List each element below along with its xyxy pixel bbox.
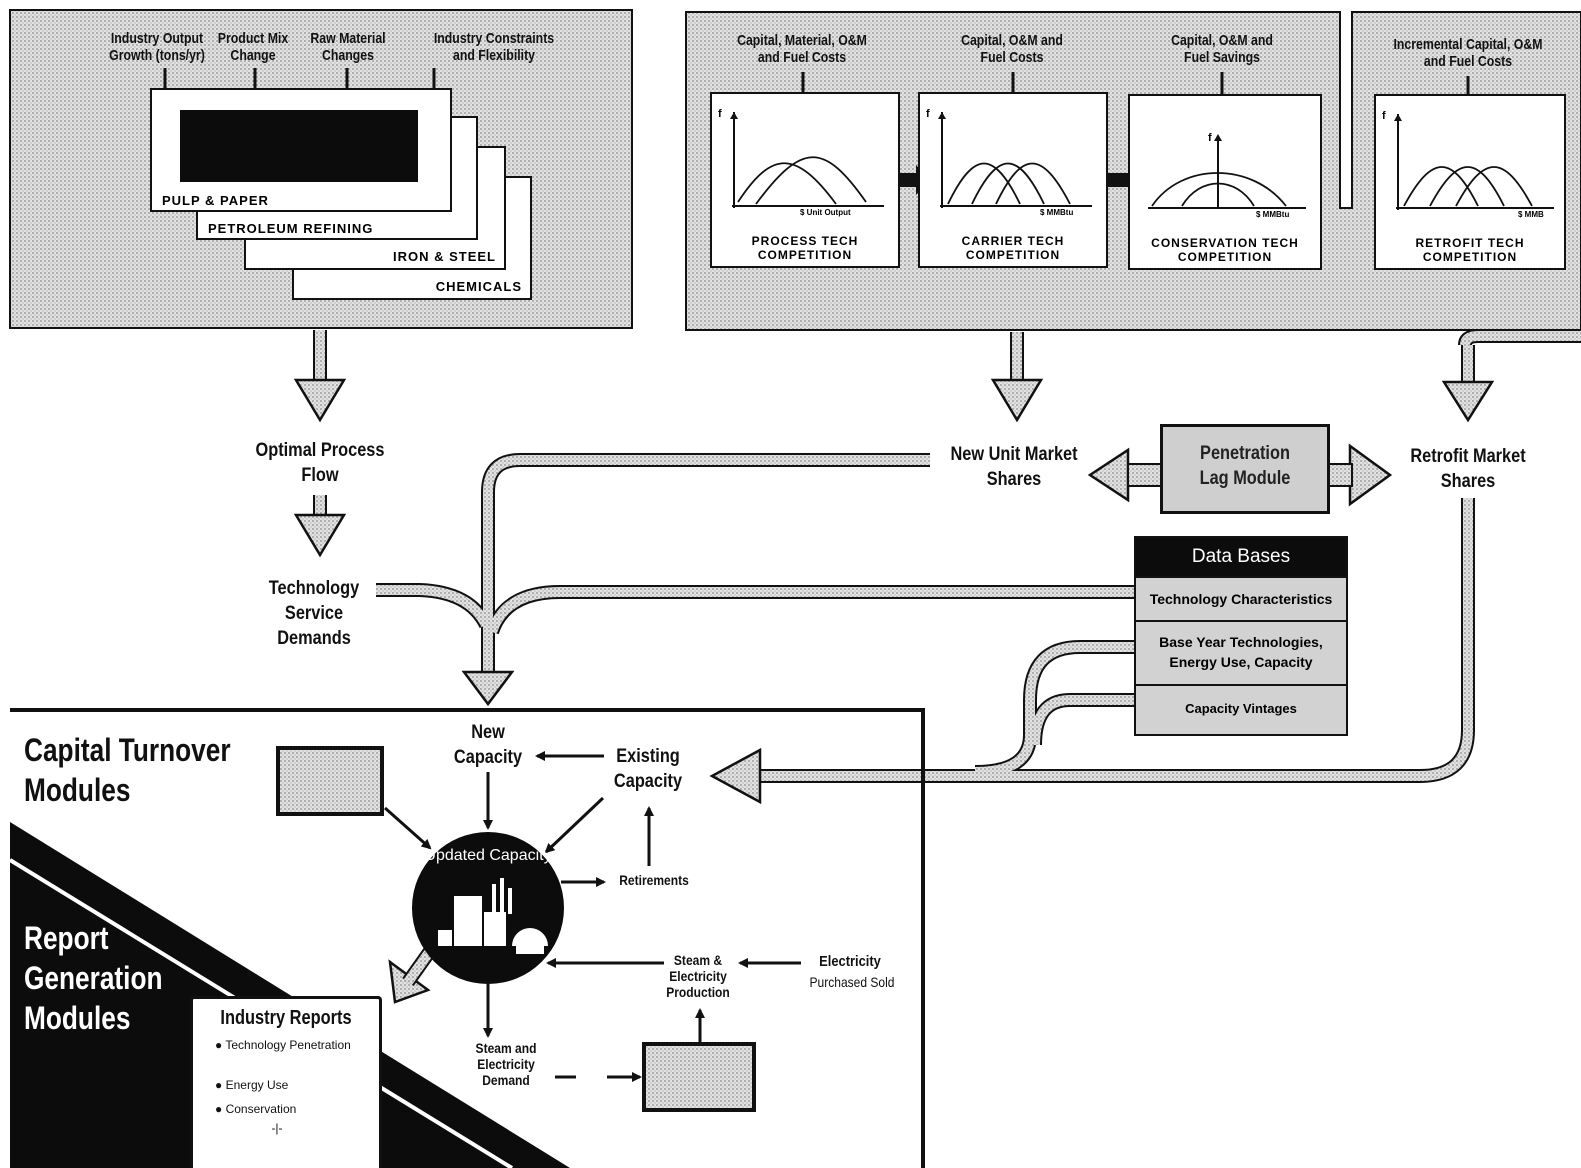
conservation-competition-caption: CONSERVATION TECH COMPETITION (1130, 236, 1320, 264)
process-flow-screen (180, 110, 418, 182)
electricity-label: Electricity (809, 954, 892, 970)
raw-material-changes-label: Raw Material Changes (305, 30, 390, 64)
conservation-competition-tile: f $ MMBtu CONSERVATION TECH COMPETITION (1128, 94, 1322, 270)
retrofit-market-shares-label: Retrofit Market Shares (1403, 444, 1534, 494)
industry-name-pulp-paper: PULP & PAPER (162, 193, 269, 208)
report-generation-title: Report Generation Modules (24, 918, 213, 1038)
penetration-lag-module: Penetration Lag Module (1160, 424, 1330, 514)
process-competition-caption: PROCESS TECH COMPETITION (712, 234, 898, 262)
report-item-technology-penetration: ● Technology Penetration (215, 1039, 365, 1052)
carrier-cost-input-label: Capital, O&M and Fuel Costs (955, 32, 1070, 66)
carrier-distribution-plot (920, 94, 1106, 224)
shaded-module-box (278, 748, 382, 814)
process-competition-tile: f $ Unit Output PROCESS TECH COMPETITION (710, 92, 900, 268)
steam-electricity-production-label: Steam & Electricity Production (657, 952, 740, 1000)
carrier-competition-tile: f $ MMBtu CARRIER TECH COMPETITION (918, 92, 1108, 268)
retrofit-competition-caption: RETROFIT TECH COMPETITION (1376, 236, 1564, 264)
technology-service-demands-label: Technology Service Demands (254, 576, 374, 651)
boiler-module-box (644, 1044, 754, 1110)
carrier-f-axis-label: f (926, 108, 930, 120)
product-mix-change-label: Product Mix Change (208, 30, 298, 64)
process-distribution-plot (712, 94, 898, 224)
new-capacity-label: New Capacity (447, 720, 530, 770)
retrofit-competition-tile: f $ MMB RETROFIT TECH COMPETITION (1374, 94, 1566, 270)
capacity-vintages-row: Capacity Vintages (1136, 684, 1346, 732)
data-bases-panel: Data Bases Technology Characteristics Ba… (1134, 536, 1348, 736)
industry-name-petroleum: PETROLEUM REFINING (208, 221, 373, 236)
industry-constraints-label: Industry Constraints and Flexibility (425, 30, 563, 64)
penetration-lag-label: Penetration Lag Module (1185, 441, 1305, 491)
industry-output-growth-label: Industry Output Growth (tons/yr) (104, 30, 211, 64)
carrier-x-axis-label: $ MMBtu (1040, 208, 1073, 217)
industry-name-iron-steel: IRON & STEEL (393, 249, 496, 264)
process-f-axis-label: f (718, 108, 722, 120)
steam-electricity-demand-label: Steam and Electricity Demand (456, 1040, 556, 1088)
updated-capacity-label: Updated Capacity (420, 846, 556, 866)
industry-name-chemicals: CHEMICALS (436, 279, 522, 294)
retirements-label: Retirements (613, 872, 696, 888)
capital-turnover-title: Capital Turnover Modules (24, 730, 254, 810)
optimal-process-flow-label: Optimal Process Flow (251, 438, 389, 488)
report-more-marker: -|- (257, 1121, 297, 1135)
purchased-sold-label: Purchased Sold (799, 974, 906, 990)
technology-characteristics-row: Technology Characteristics (1136, 576, 1346, 620)
conservation-x-axis-label: $ MMBtu (1256, 210, 1289, 219)
data-bases-title: Data Bases (1136, 538, 1346, 576)
report-item-conservation: ● Conservation (215, 1103, 365, 1116)
retrofit-f-axis-label: f (1382, 110, 1386, 122)
lag-left-shaft (1128, 464, 1164, 486)
retrofit-x-axis-label: $ MMB (1518, 210, 1544, 219)
base-year-technologies-row: Base Year Technologies, Energy Use, Capa… (1136, 620, 1346, 684)
industry-reports-document: Industry Reports ● Technology Penetratio… (190, 996, 382, 1168)
report-item-energy-use: ● Energy Use (215, 1079, 365, 1092)
conservation-distribution-plot (1130, 96, 1320, 226)
existing-capacity-label: Existing Capacity (607, 744, 690, 794)
retrofit-distribution-plot (1376, 96, 1564, 226)
industry-reports-title: Industry Reports (216, 1005, 355, 1031)
conservation-f-axis-label: f (1208, 132, 1212, 144)
carrier-competition-caption: CARRIER TECH COMPETITION (920, 234, 1106, 262)
new-unit-market-shares-label: New Unit Market Shares (943, 442, 1084, 492)
industry-card-pulp-paper: PULP & PAPER (150, 88, 452, 212)
process-x-axis-label: $ Unit Output (800, 208, 851, 217)
retrofit-cost-input-label: Incremental Capital, O&M and Fuel Costs (1389, 36, 1546, 70)
process-cost-input-label: Capital, Material, O&M and Fuel Costs (728, 32, 876, 66)
conservation-input-label: Capital, O&M and Fuel Savings (1165, 32, 1280, 66)
